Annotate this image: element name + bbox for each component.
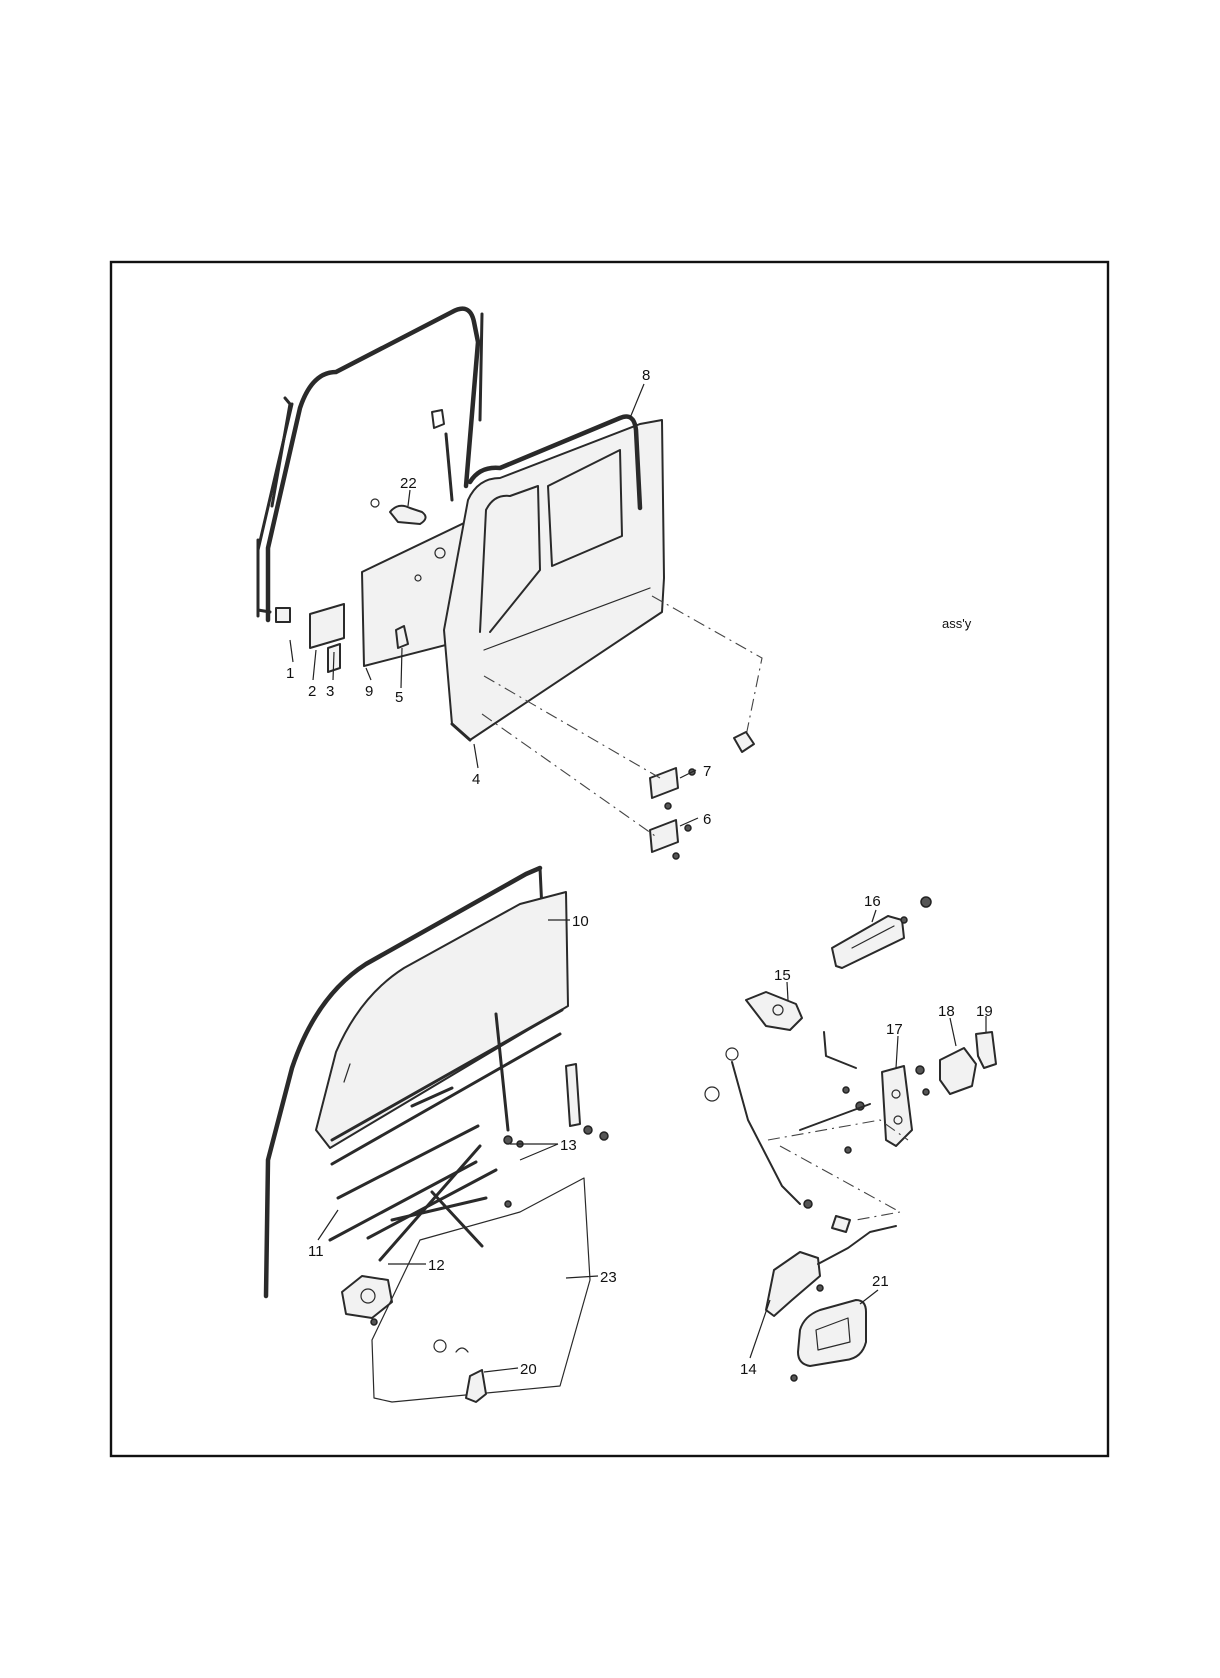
window-crank-handle-20: [466, 1370, 486, 1402]
inside-handle-14: [766, 1216, 896, 1316]
door-glass-10: [316, 892, 568, 1148]
callout-23: 23: [600, 1269, 617, 1286]
door-check-strap: [652, 596, 762, 752]
callout-22: 22: [400, 475, 417, 492]
callout-1: 1: [286, 665, 294, 682]
door-trim-panel-23: [372, 1178, 590, 1402]
callout-4: 4: [472, 771, 480, 788]
callout-12: 12: [428, 1257, 445, 1274]
door-outer-shell: [444, 420, 664, 740]
callout-17: 17: [886, 1021, 903, 1038]
callout-10: 10: [572, 913, 589, 930]
striker-shim-19: [976, 1032, 996, 1068]
callout-2: 2: [308, 683, 316, 700]
callout-7: 7: [703, 763, 711, 780]
latch-rods: [705, 1032, 908, 1220]
callout-5: 5: [395, 689, 403, 706]
callout-19: 19: [976, 1003, 993, 1020]
hinge-6: [650, 820, 691, 859]
callout-13: 13: [560, 1137, 577, 1154]
assembly-note: ass'y: [942, 616, 972, 631]
outside-handle-16: [832, 897, 931, 968]
callout-14: 14: [740, 1361, 757, 1378]
window-regulator-12: [342, 1146, 486, 1325]
handle-escutcheon-21: [791, 1300, 866, 1381]
division-bar: [566, 1064, 608, 1140]
regulator-screws-13: [504, 1136, 523, 1207]
hinge-bracket-22: [371, 499, 426, 524]
callout-8: 8: [642, 367, 650, 384]
callout-3: 3: [326, 683, 334, 700]
striker-18: [916, 1048, 976, 1095]
callout-6: 6: [703, 811, 711, 828]
callout-16: 16: [864, 893, 881, 910]
key-cylinder-15: [746, 992, 802, 1030]
callout-18: 18: [938, 1003, 955, 1020]
callout-20: 20: [520, 1361, 537, 1378]
callout-11: 11: [308, 1243, 324, 1260]
callout-21: 21: [872, 1273, 889, 1290]
door-latch-17: [843, 1066, 912, 1146]
callout-15: 15: [774, 967, 791, 984]
callout-9: 9: [365, 683, 373, 700]
